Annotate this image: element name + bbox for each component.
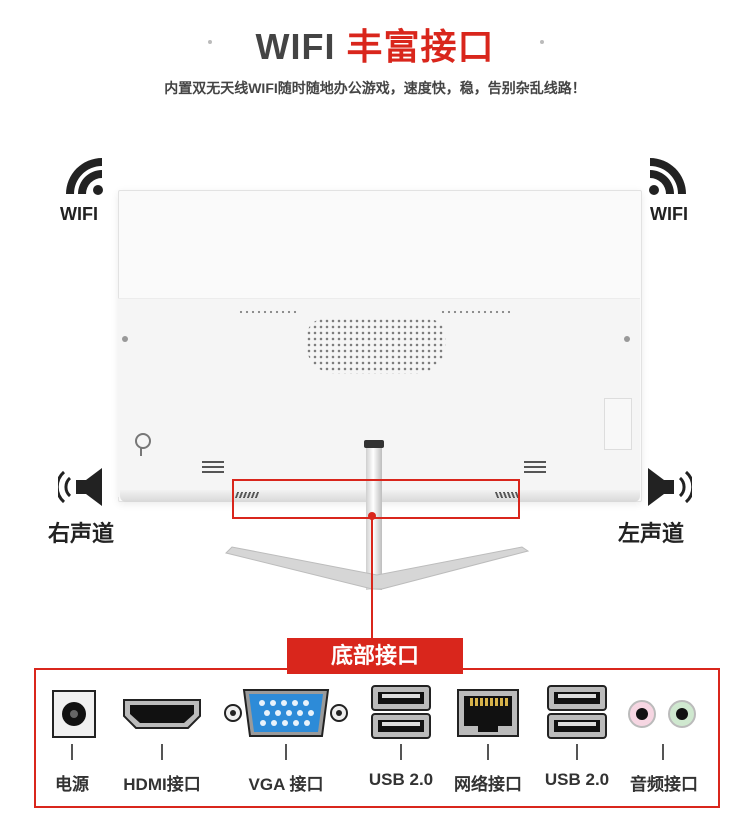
lock-slot-icon	[135, 433, 151, 449]
title-wifi: WIFI	[255, 26, 336, 67]
wifi-icon	[66, 158, 103, 195]
vent-dots	[238, 310, 298, 314]
port-tick	[71, 744, 73, 760]
vent-line	[524, 466, 546, 468]
port-label-power: 电源	[55, 775, 89, 794]
screw	[624, 336, 630, 342]
vent-dots	[440, 310, 510, 314]
port-label-vga: VGA 接口	[248, 775, 324, 794]
title-decoration-dot	[208, 40, 212, 44]
wifi-icon	[649, 158, 686, 195]
port-tick	[487, 744, 489, 760]
port-label-usb-2: USB 2.0	[544, 770, 610, 789]
speaker-icon	[648, 468, 692, 506]
vent-line	[202, 461, 224, 463]
port-label-hdmi: HDMI接口	[123, 775, 201, 794]
port-tick	[161, 744, 163, 760]
vent-line	[202, 471, 224, 473]
audio-port-icon	[628, 700, 696, 728]
port-label-audio: 音频接口	[630, 775, 698, 794]
bottom-port-highlight	[232, 479, 520, 519]
side-port-cover	[604, 398, 632, 450]
title-decoration-dot	[540, 40, 544, 44]
speaker-grill	[306, 318, 446, 374]
vga-port-icon	[224, 689, 348, 737]
callout-line	[371, 516, 373, 640]
port-tick	[285, 744, 287, 760]
vent-line	[524, 471, 546, 473]
usb-port-icon	[547, 685, 607, 739]
ethernet-port-icon	[457, 689, 519, 737]
speaker-icon	[58, 468, 102, 506]
port-tick	[576, 744, 578, 760]
title-interfaces: 丰富接口	[346, 26, 495, 67]
page-title: WIFI 丰富接口	[0, 18, 750, 67]
stand-hinge	[364, 440, 384, 448]
port-label-ethernet: 网络接口	[454, 775, 522, 794]
wifi-label-left: WIFI	[60, 204, 98, 224]
port-tick	[400, 744, 402, 760]
stand-base	[225, 546, 530, 590]
port-tick	[662, 744, 664, 760]
speaker-label-left: 右声道	[48, 521, 115, 546]
speaker-label-right: 左声道	[618, 521, 685, 546]
power-port-icon	[52, 690, 96, 738]
usb-port-icon	[371, 685, 431, 739]
subtitle: 内置双无天线WIFI随时随地办公游戏，速度快，稳，告别杂乱线路！	[164, 80, 586, 96]
hdmi-port-icon	[123, 699, 201, 729]
wifi-label-right: WIFI	[650, 204, 688, 224]
vent-line	[202, 466, 224, 468]
vent-line	[524, 461, 546, 463]
screw	[122, 336, 128, 342]
port-label-usb-1: USB 2.0	[368, 770, 434, 789]
port-panel-title: 底部接口	[287, 638, 463, 674]
lock-slot-stem	[140, 447, 142, 456]
